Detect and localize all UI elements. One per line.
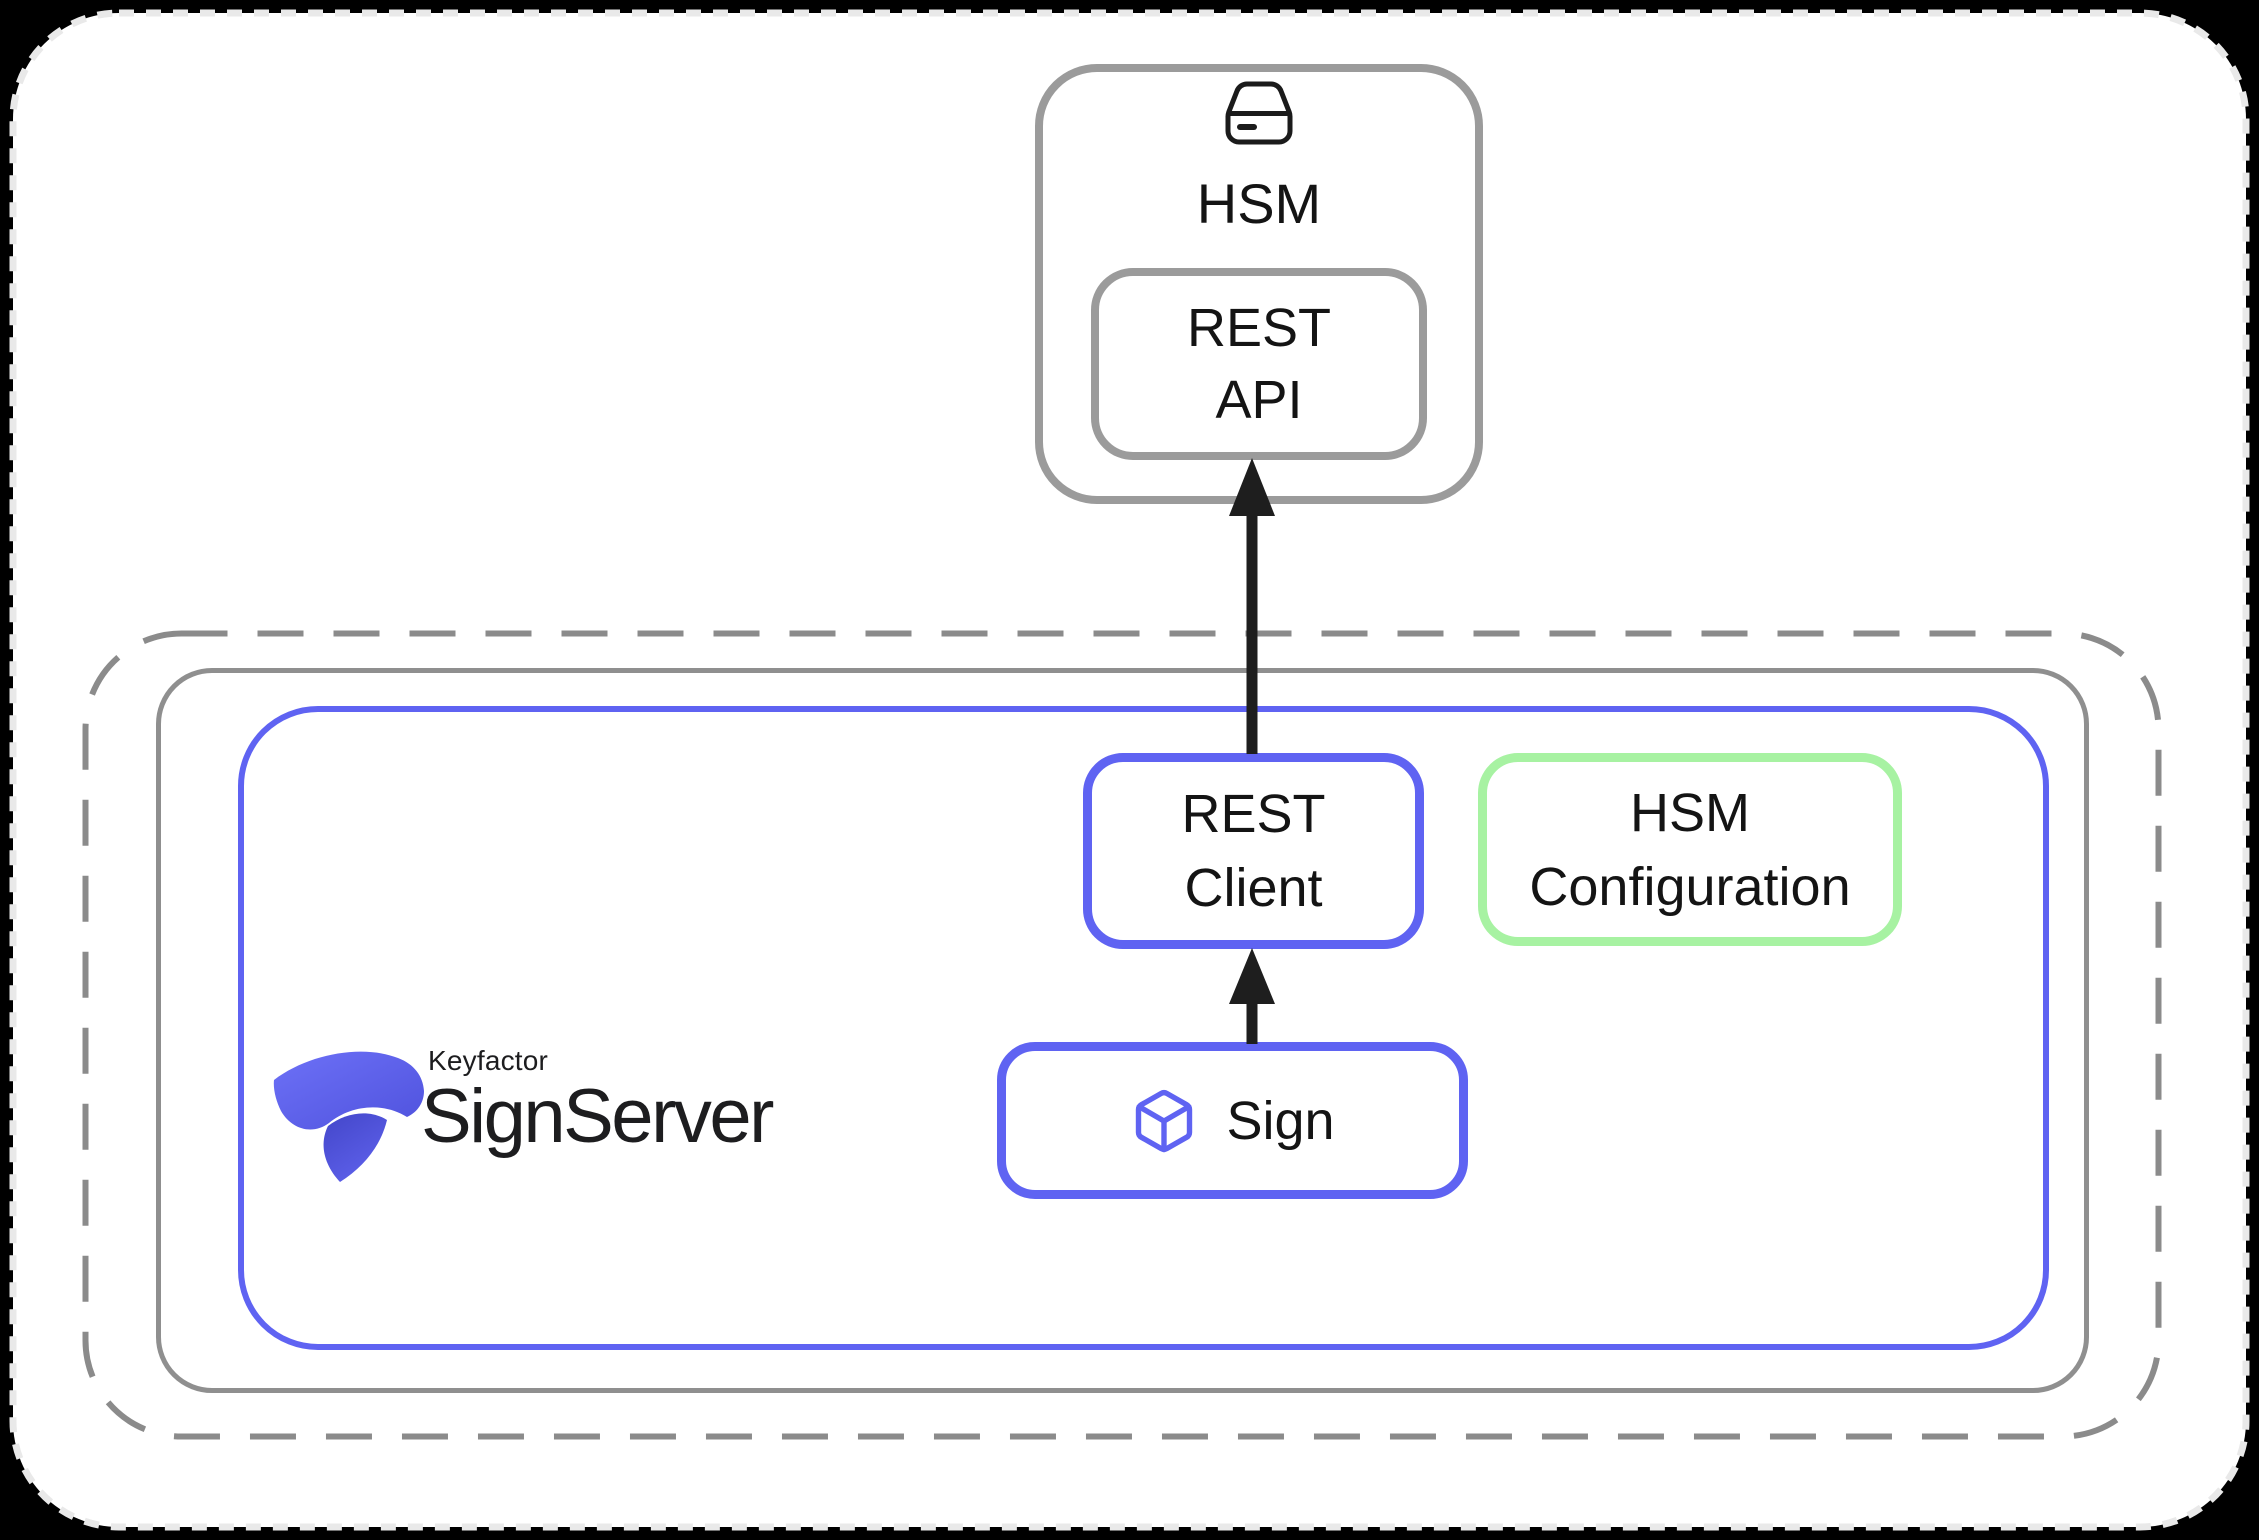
rest-client-label-line2: Client <box>1184 858 1323 918</box>
rest-client-label-line1: REST <box>1181 784 1326 844</box>
deployment-container <box>156 668 2089 1393</box>
logo-brand-text: Keyfactor <box>428 1045 549 1076</box>
drive-icon <box>1225 81 1293 145</box>
signserver-container <box>238 706 2049 1350</box>
keyfactor-ribbon-icon <box>273 1051 424 1182</box>
sign-node: Sign <box>997 1042 1468 1199</box>
rest-api-label-line2: API <box>1215 370 1303 430</box>
arrow-sign-to-rest-client <box>1229 948 1275 1044</box>
rest-api-label-line1: REST <box>1186 298 1332 358</box>
cube-icon <box>1136 1089 1193 1152</box>
rest-api-node: REST API <box>1091 268 1427 460</box>
hsm-configuration-label-line2: Configuration <box>1529 856 1851 917</box>
arrow-rest-client-to-rest-api <box>1229 458 1275 754</box>
keyfactor-signserver-logo: Keyfactor SignServer <box>266 1044 786 1194</box>
hsm-title: HSM <box>1196 172 1322 235</box>
dashed-boundary-container <box>82 630 2162 1440</box>
hsm-node: HSM REST API <box>1035 64 1483 504</box>
hsm-configuration-node: HSM Configuration <box>1478 753 1902 946</box>
logo-product-text: SignServer <box>421 1074 774 1159</box>
sign-label: Sign <box>1226 1090 1335 1151</box>
rest-client-node: REST Client <box>1083 753 1424 949</box>
hsm-configuration-label-line1: HSM <box>1630 782 1750 843</box>
